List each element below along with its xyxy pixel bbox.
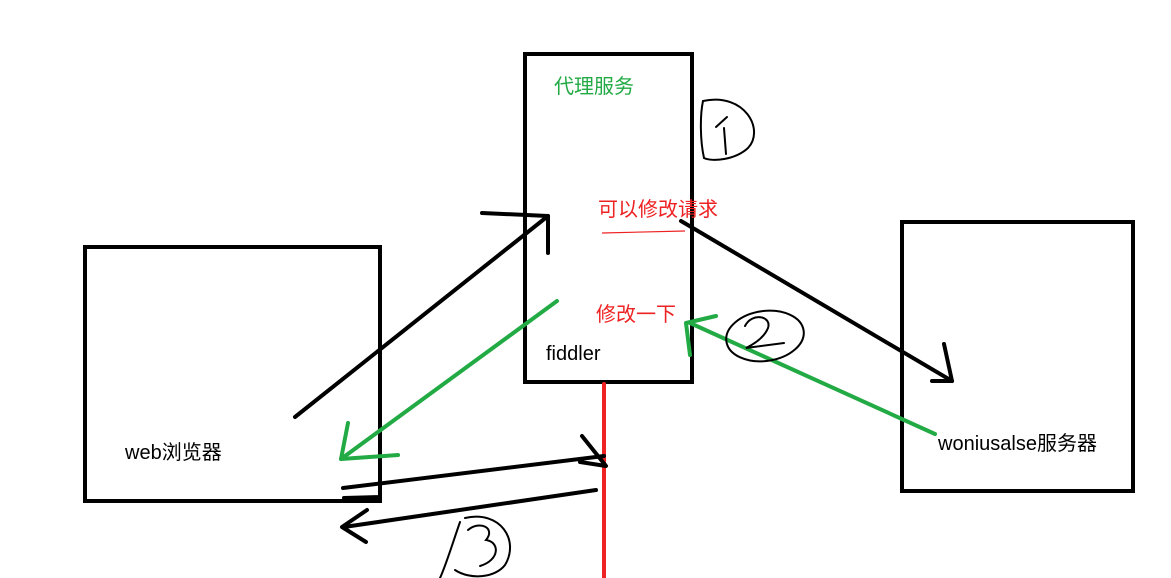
step-mark-2: [725, 309, 805, 363]
browser-label: web浏览器: [125, 442, 222, 464]
browser-box: [83, 245, 382, 503]
step-mark-3: [439, 515, 511, 578]
step-mark-1: [699, 98, 755, 161]
modify-request-note: 可以修改请求: [598, 199, 718, 221]
modify-response-note: 修改一下: [596, 304, 676, 326]
server-label: woniusalse服务器: [938, 433, 1097, 455]
proxy-title: 代理服务: [554, 76, 634, 98]
blocked-request-arrow-head: [578, 434, 608, 468]
response-arrow-server-to-proxy: [688, 321, 937, 436]
returned-arrow-head: [340, 508, 369, 544]
blocked-request-arrow: [341, 454, 606, 490]
proxy-name: fiddler: [546, 343, 601, 365]
